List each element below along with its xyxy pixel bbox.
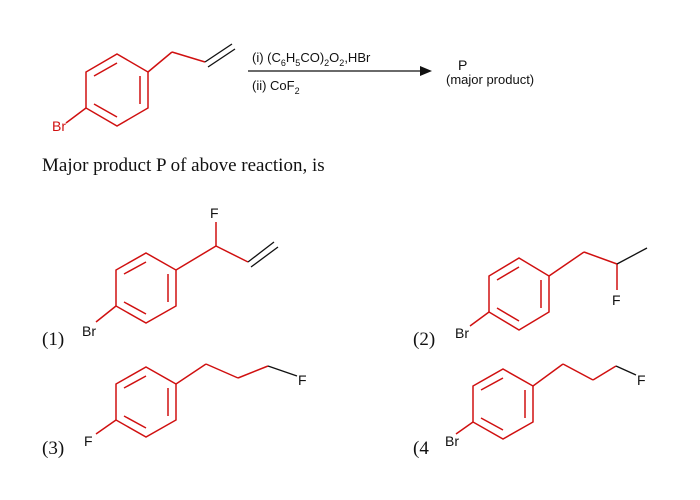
option-3-label: (3): [42, 438, 64, 459]
option-1-br-label: Br: [82, 323, 96, 339]
option-3-f-label-left: F: [84, 433, 93, 449]
option-1-f-label: F: [210, 205, 219, 221]
option-3-benzene-ring: [115, 366, 177, 438]
reactant-chain-bond: [171, 51, 206, 63]
option-1-label: (1): [42, 329, 64, 350]
option-2-benzene-ring: [488, 257, 550, 331]
reactant-line-to-br: [65, 107, 87, 124]
reaction-conditions: (i) (C6H5CO)2O2,HBr (ii) CoF2: [252, 50, 371, 96]
product-label: P: [458, 57, 467, 73]
option-4-label: (4: [413, 438, 429, 459]
option-4-f-label: F: [637, 372, 646, 388]
option-3-terminal-bond: [267, 365, 298, 377]
reactant-br-label: Br: [52, 118, 66, 134]
product-note: (major product): [446, 72, 534, 87]
option-1-molecule: [95, 222, 249, 324]
option-4-benzene-ring: [472, 368, 534, 440]
question-text: Major product P of above reaction, is: [42, 155, 325, 176]
reactant-vinyl-double-bond: [204, 43, 236, 68]
option-3-molecule: [95, 363, 269, 438]
option-2-f-label: F: [612, 292, 621, 308]
option-1-vinyl-double-bond: [247, 241, 279, 268]
reaction-arrow: [248, 66, 432, 76]
option-2-label: (2): [413, 329, 435, 350]
option-4-molecule: [455, 363, 617, 440]
option-2-methyl-bond: [616, 247, 648, 265]
option-4-br-label: Br: [445, 433, 459, 449]
option-2-br-label: Br: [455, 325, 469, 341]
svg-text:(i) (C6H5CO)2O2,HBr: (i) (C6H5CO)2O2,HBr: [252, 50, 371, 68]
svg-text:(ii) CoF2: (ii) CoF2: [252, 78, 300, 96]
option-3-f-label-right: F: [298, 372, 307, 388]
option-2-molecule: [469, 251, 618, 331]
reactant-molecule: [65, 51, 206, 127]
reactant-benzene-ring: [85, 53, 149, 127]
option-1-benzene-ring: [115, 252, 177, 324]
option-4-terminal-bond: [615, 365, 637, 376]
reactant-ch2-bond: [147, 51, 173, 73]
